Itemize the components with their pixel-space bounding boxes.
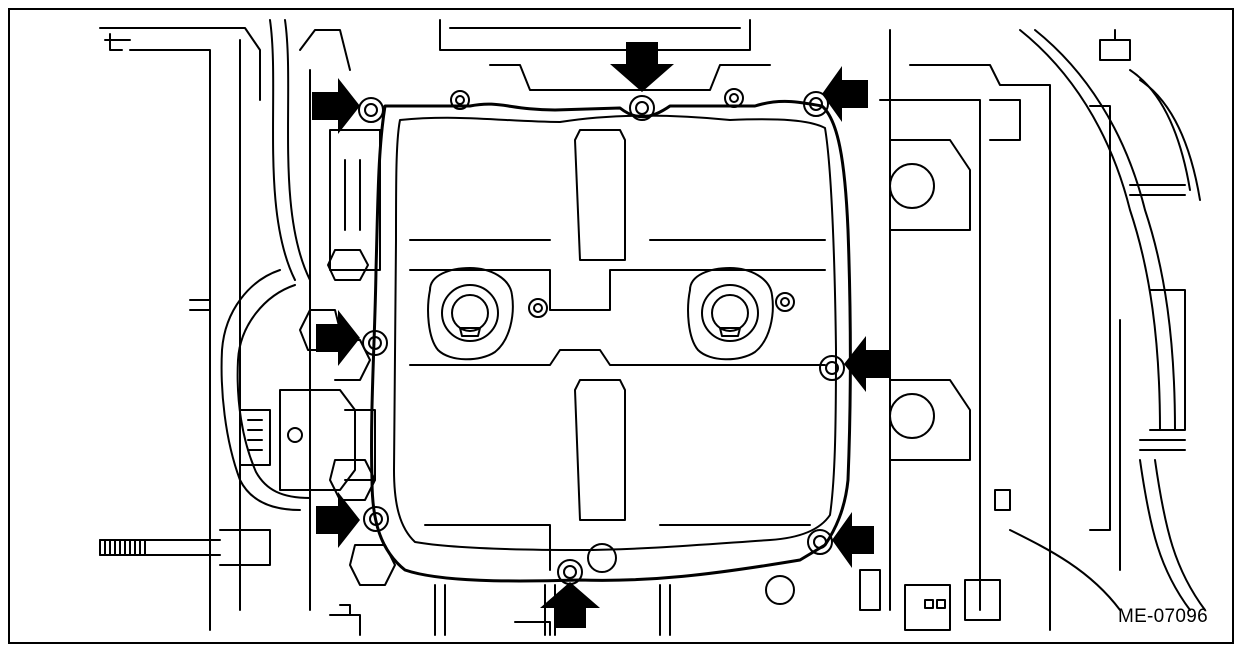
arrow-left-lower (316, 492, 360, 548)
arrow-right-middle (844, 336, 890, 392)
engine-block-background (99, 19, 1206, 631)
bottom-studs (329, 584, 671, 636)
arrow-left-middle (316, 310, 360, 366)
figure-code: ME-07096 (1117, 606, 1208, 627)
arrow-right-lower (832, 512, 874, 568)
diagram-frame: ME-07096 (8, 8, 1234, 644)
arrow-top-center (610, 42, 674, 92)
oil-pan (370, 99, 852, 583)
arrow-left-upper (312, 78, 360, 134)
flange-bolts (358, 88, 845, 605)
arrow-group (312, 42, 890, 628)
engine-oil-pan-illustration (99, 19, 1206, 636)
left-mount-assembly (189, 129, 396, 586)
arrow-bottom-center (540, 582, 600, 628)
arrow-right-upper (822, 66, 868, 122)
long-stud-left (99, 529, 271, 566)
